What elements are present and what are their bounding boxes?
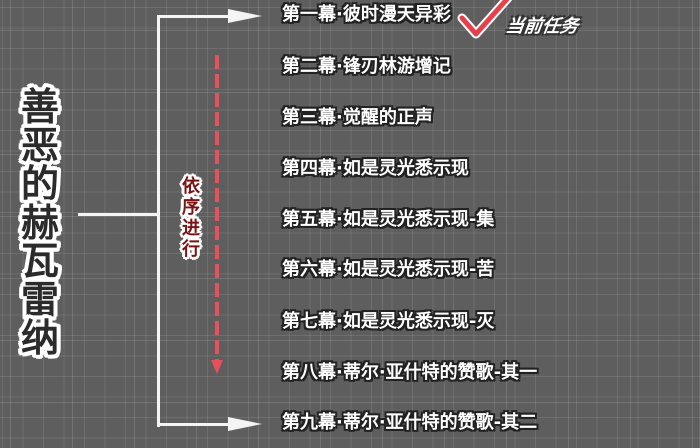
- title-char: 的: [20, 162, 59, 206]
- act-item: 第五幕·如是灵光悉示现-集: [282, 209, 495, 230]
- title-char: 赫: [20, 200, 59, 245]
- act-item: 第二幕·锋刃林游增记: [282, 56, 451, 77]
- title-char: 恶: [20, 123, 59, 168]
- arrow-down-icon: [211, 360, 223, 374]
- title-char: 纳: [20, 316, 59, 360]
- bracket-bottom-line: [157, 423, 229, 426]
- order-label-char: 行: [182, 239, 200, 260]
- title-char: 善: [20, 85, 59, 129]
- act-item: 第四幕·如是灵光悉示现: [282, 158, 469, 179]
- sequence-dashed-line: [215, 55, 219, 365]
- act-item: 第六幕·如是灵光悉示现-苦: [282, 259, 495, 280]
- current-task-label: 当前任务: [504, 16, 580, 37]
- checkmark-icon: [457, 0, 512, 39]
- title-connector-line: [78, 213, 160, 216]
- bracket-vertical-line: [157, 15, 160, 427]
- title-char: 瓦: [20, 239, 59, 283]
- order-label-char: 依: [182, 176, 200, 197]
- order-label-char: 进: [182, 218, 200, 239]
- arrow-right-icon: [228, 9, 262, 23]
- act-item: 第三幕·觉醒的正声: [282, 107, 433, 128]
- bracket-top-line: [157, 15, 229, 18]
- main-title: 善 恶 的 赫 瓦 雷 纳: [14, 88, 66, 358]
- act-item: 第九幕·蒂尔·亚什特的赞歌-其二: [282, 412, 538, 433]
- act-item: 第七幕·如是灵光悉示现-灭: [282, 311, 495, 332]
- act-item: 第一幕·彼时漫天异彩: [282, 4, 451, 25]
- order-label: 依 序 进 行: [178, 176, 204, 260]
- arrow-right-icon: [228, 417, 262, 431]
- title-char: 雷: [20, 277, 59, 322]
- act-item: 第八幕·蒂尔·亚什特的赞歌-其一: [282, 362, 538, 383]
- order-label-char: 序: [182, 197, 200, 218]
